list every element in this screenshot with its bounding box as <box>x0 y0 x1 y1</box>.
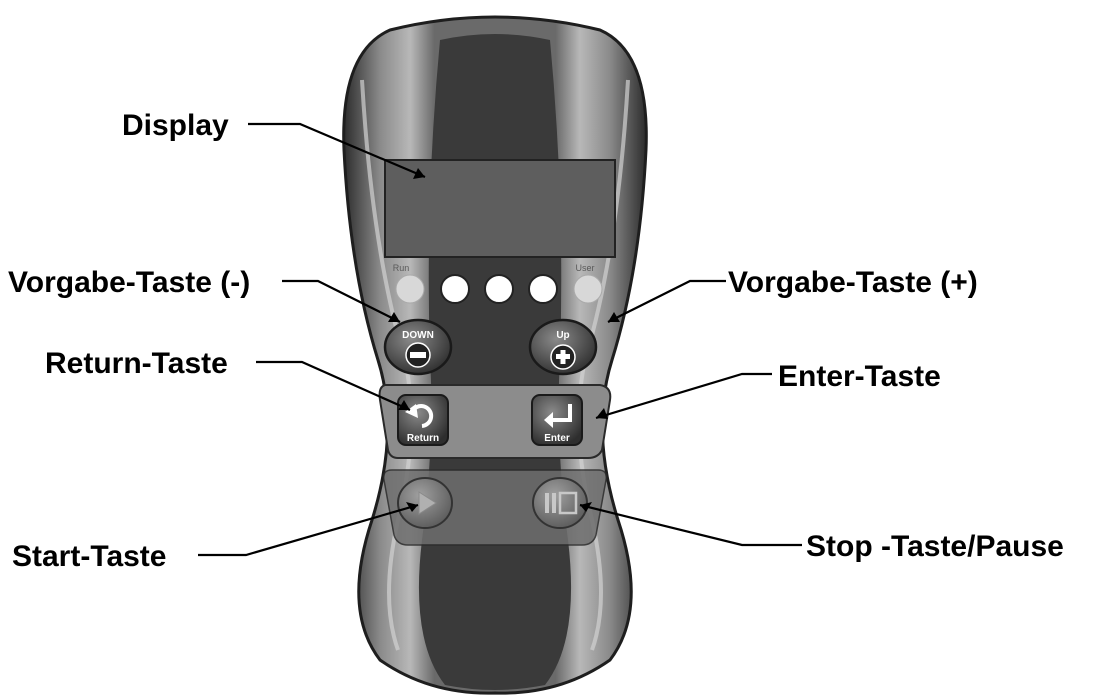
label-vorgabe-minus: Vorgabe-Taste (-) <box>8 266 250 299</box>
pause-stop-icon <box>545 491 578 515</box>
plus-icon <box>550 344 576 370</box>
led-label-run: Run <box>393 263 410 273</box>
start-button[interactable] <box>397 477 453 529</box>
leader-arrowheads <box>388 168 620 512</box>
enter-button[interactable]: Enter <box>531 394 583 446</box>
led-label-user: User <box>575 263 594 273</box>
label-display: Display <box>122 109 229 142</box>
label-return-taste: Return-Taste <box>45 347 228 380</box>
stop-pause-button[interactable] <box>532 477 588 529</box>
return-button[interactable]: Return <box>397 394 449 446</box>
led-2 <box>440 274 470 304</box>
led-3 <box>484 274 514 304</box>
up-button[interactable]: Up <box>528 318 598 376</box>
play-icon <box>418 491 437 515</box>
minus-icon <box>405 342 431 368</box>
leader-vorgabe-plus <box>607 279 726 323</box>
led-4 <box>528 274 558 304</box>
down-button[interactable]: DOWN <box>383 318 453 376</box>
enter-arrow-icon <box>550 404 572 422</box>
label-start-taste: Start-Taste <box>12 540 166 573</box>
up-button-label: Up <box>556 330 569 341</box>
led-run <box>395 274 425 304</box>
return-button-label: Return <box>407 433 439 444</box>
leader-display <box>248 122 426 179</box>
leader-stop <box>579 503 802 547</box>
leader-start <box>198 503 419 557</box>
led-row: Run User <box>393 263 603 304</box>
label-enter-taste: Enter-Taste <box>778 360 941 393</box>
led-user <box>573 274 603 304</box>
leader-return <box>256 360 411 412</box>
label-stop-taste: Stop -Taste/Pause <box>806 530 1064 563</box>
leader-vorgabe-minus <box>282 279 401 323</box>
callout-labels: Display Vorgabe-Taste (-) Vorgabe-Taste … <box>8 109 1064 573</box>
enter-button-label: Enter <box>544 433 570 444</box>
leader-lines <box>198 122 802 557</box>
label-vorgabe-plus: Vorgabe-Taste (+) <box>728 266 978 299</box>
leader-enter <box>595 372 772 420</box>
down-button-label: DOWN <box>402 330 434 341</box>
